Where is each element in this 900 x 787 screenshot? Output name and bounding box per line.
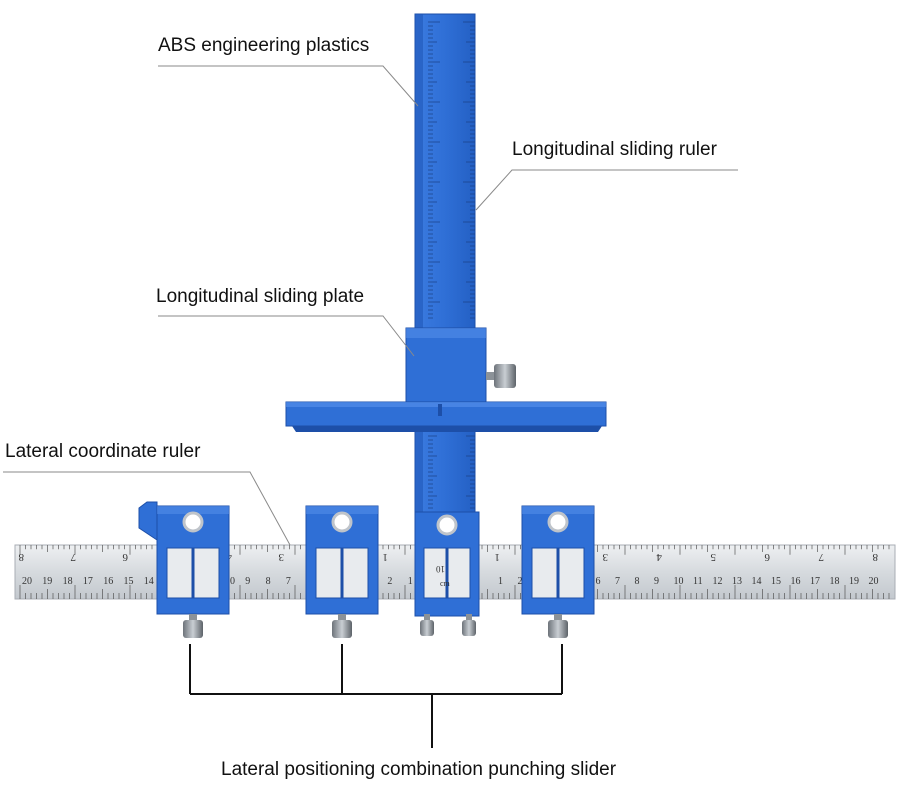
slider-highlight: [522, 506, 594, 514]
ruler-cm-label: 1: [498, 576, 503, 587]
label-abs-plastics: ABS engineering plastics: [158, 35, 370, 56]
ruler-cm-label: 17: [83, 576, 93, 587]
leader-lateral-ruler: [3, 471, 291, 546]
ruler-cm-label: 14: [752, 576, 762, 587]
punching-slider: [305, 505, 379, 638]
ruler-cm-label: 18: [830, 576, 840, 587]
slider-highlight: [306, 506, 378, 514]
slider-hole: [547, 511, 569, 533]
center-window-unit: cm: [440, 579, 451, 588]
slider-knob-stem: [338, 614, 346, 622]
ruler-cm-label: 19: [42, 576, 52, 587]
leader-abs: [158, 65, 419, 107]
ruler-cm-label: 13: [732, 576, 742, 587]
center-hole: [436, 514, 458, 536]
slider-knob-stem: [189, 614, 197, 622]
ruler-cm-label: 9: [245, 576, 250, 587]
plate-knob: [494, 364, 516, 388]
sliding-plate-shade: [406, 328, 486, 338]
ruler-cm-label: 15: [124, 576, 134, 587]
ruler-cm-label: 8: [635, 576, 640, 587]
ruler-cm-label: 20: [22, 576, 32, 587]
ruler-cm-label: 14: [144, 576, 154, 587]
ruler-inch-label: 3: [602, 551, 608, 563]
ruler-inch-label: 1: [383, 551, 389, 563]
slider-knob: [332, 620, 352, 638]
center-knob-right: [462, 620, 476, 636]
ruler-cm-label: 16: [103, 576, 113, 587]
center-knob-right-stem: [466, 614, 472, 620]
crossbar-notch: [438, 404, 442, 416]
ruler-cm-label: 10: [674, 576, 684, 587]
ruler-cm-label: 15: [771, 576, 781, 587]
ruler-cm-label: 10: [225, 576, 235, 587]
ruler-inch-label: 5: [710, 551, 716, 563]
punching-slider: [138, 501, 230, 638]
ruler-cm-label: 8: [266, 576, 271, 587]
ruler-cm-label: 12: [713, 576, 723, 587]
slider-highlight: [157, 506, 229, 514]
ruler-inch-label: 8: [872, 551, 878, 563]
ruler-cm-label: 7: [286, 576, 291, 587]
ruler-cm-label: 18: [63, 576, 73, 587]
ruler-cm-label: 6: [596, 576, 601, 587]
slider-knob-stem: [554, 614, 562, 622]
leader-long-ruler: [475, 169, 738, 211]
ruler-cm-label: 17: [810, 576, 820, 587]
plate-knob-stem: [486, 372, 494, 380]
ruler-cm-label: 11: [693, 576, 703, 587]
ruler-inch-label: 8: [18, 551, 24, 563]
label-punching-slider: Lateral positioning combination punching…: [221, 759, 617, 780]
center-knob-left-stem: [424, 614, 430, 620]
center-knob-left: [420, 620, 434, 636]
label-longitudinal-sliding-plate: Longitudinal sliding plate: [156, 286, 365, 307]
punching-slider: [521, 505, 595, 638]
leader-lines: [3, 65, 738, 546]
ruler-inch-label: 3: [278, 551, 284, 563]
crossbar-highlight: [286, 402, 606, 407]
ruler-cm-label: 1: [408, 576, 413, 587]
long-ruler-edge: [415, 14, 423, 614]
ruler-cm-label: 2: [518, 576, 523, 587]
ruler-inch-label: 1: [495, 551, 501, 563]
sliding-plate-block: [405, 327, 487, 405]
center-window-number: 10: [436, 564, 446, 574]
label-longitudinal-sliding-ruler: Longitudinal sliding ruler: [512, 139, 717, 160]
ruler-cm-label: 7: [615, 576, 620, 587]
ruler-cm-label: 20: [869, 576, 879, 587]
longitudinal-sliding-plate: [285, 327, 607, 432]
ruler-cm-label: 2: [387, 576, 392, 587]
ruler-inch-label: 6: [122, 551, 128, 563]
ruler-inch-label: 7: [818, 551, 824, 563]
crossbar-lip: [292, 426, 602, 432]
long-ruler-ticks: [428, 21, 475, 509]
slider-hole: [182, 511, 204, 533]
slider-knob: [183, 620, 203, 638]
label-lateral-coordinate-ruler: Lateral coordinate ruler: [5, 441, 201, 462]
ruler-inch-label: 7: [70, 551, 76, 563]
center-slider: 10 cm: [414, 511, 480, 636]
ruler-cm-label: 9: [654, 576, 659, 587]
ruler-cm-label: 16: [791, 576, 801, 587]
ruler-cm-label: 19: [849, 576, 859, 587]
leader-long-plate: [158, 315, 415, 357]
slider-bracket: [189, 644, 563, 748]
slider-hole: [331, 511, 353, 533]
slider-stop-flag: [138, 501, 158, 541]
ruler-inch-label: 4: [656, 551, 662, 563]
ruler-inch-label: 6: [764, 551, 770, 563]
slider-knob: [548, 620, 568, 638]
lateral-sliders: [138, 501, 595, 638]
